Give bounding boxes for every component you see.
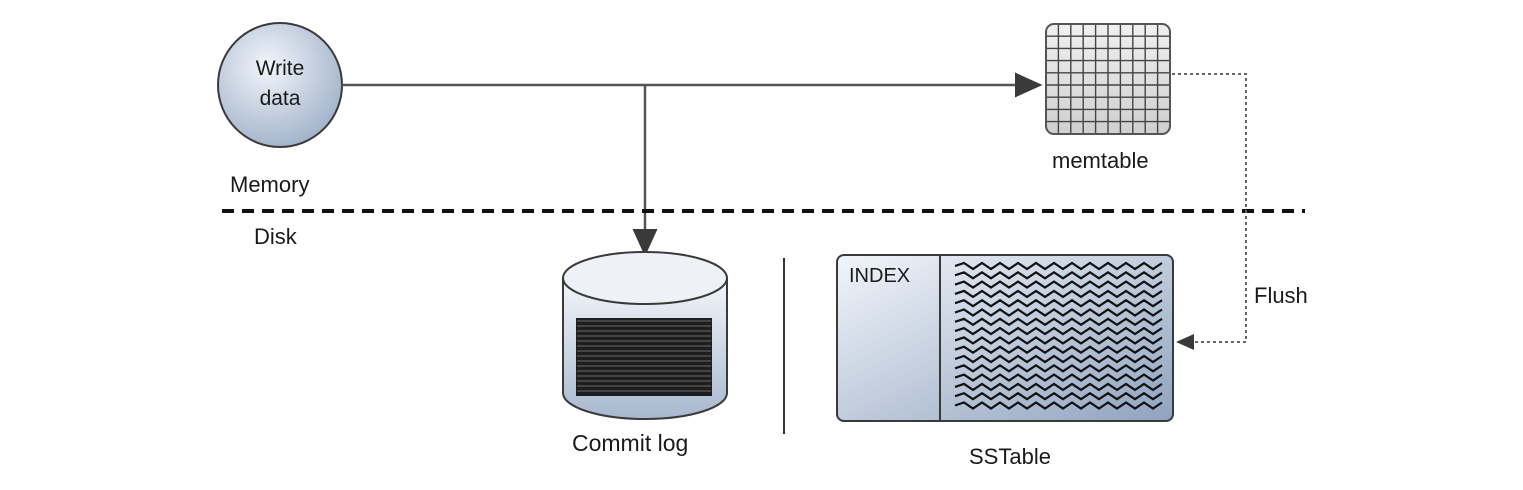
sstable-icon (836, 254, 1174, 422)
disk-region-label: Disk (254, 224, 297, 249)
memtable-label: memtable (1052, 148, 1149, 173)
write-data-line1: Write (255, 57, 305, 80)
write-data-label: Write data (218, 54, 342, 114)
commit-log-cylinder-icon (562, 251, 728, 420)
flush-arrow (1172, 73, 1247, 350)
sstable-index-label: INDEX (849, 265, 911, 287)
write-data-line2: data (259, 87, 301, 110)
memory-region-label: Memory (230, 172, 310, 197)
memtable-grid-icon (1045, 23, 1171, 135)
sstable-label: SSTable (969, 444, 1051, 469)
flush-label: Flush (1254, 283, 1308, 308)
commit-log-label: Commit log (572, 430, 689, 456)
